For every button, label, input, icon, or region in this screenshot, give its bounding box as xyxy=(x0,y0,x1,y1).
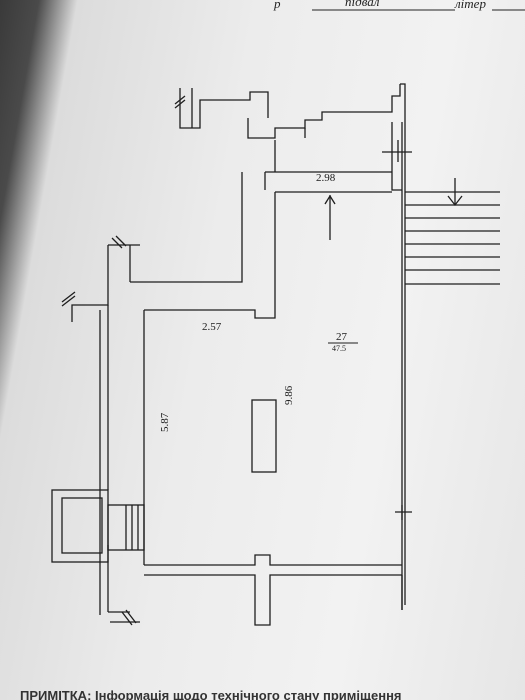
document-header: р підвал літер xyxy=(273,0,525,11)
dimension-2-98: 2.98 xyxy=(316,172,336,184)
room-area: 47.5 xyxy=(332,344,346,353)
interior-column xyxy=(251,399,277,473)
exterior-stairs xyxy=(405,178,500,285)
wall-top xyxy=(247,83,406,172)
header-fragment-right: літер xyxy=(454,0,486,11)
header-underlined-value: підвал xyxy=(345,0,380,9)
room-label: 27 47.5 xyxy=(328,331,358,353)
dimension-5-87: 5.87 xyxy=(159,412,171,432)
dimension-2-57: 2.57 xyxy=(202,321,222,333)
wall-right xyxy=(382,120,412,610)
dimension-9-86: 9.86 xyxy=(283,385,295,405)
wall-left xyxy=(61,235,140,615)
dimension-arrowhead xyxy=(324,194,336,205)
stair-block xyxy=(51,489,145,563)
header-fragment-left: р xyxy=(273,0,281,11)
room-27-outline xyxy=(129,171,392,565)
wall-bottom xyxy=(108,554,403,626)
wall-top-left xyxy=(174,88,269,129)
room-number: 27 xyxy=(336,331,348,343)
footer-note: ПРИМІТКА: Інформація щодо технічного ста… xyxy=(20,688,402,700)
